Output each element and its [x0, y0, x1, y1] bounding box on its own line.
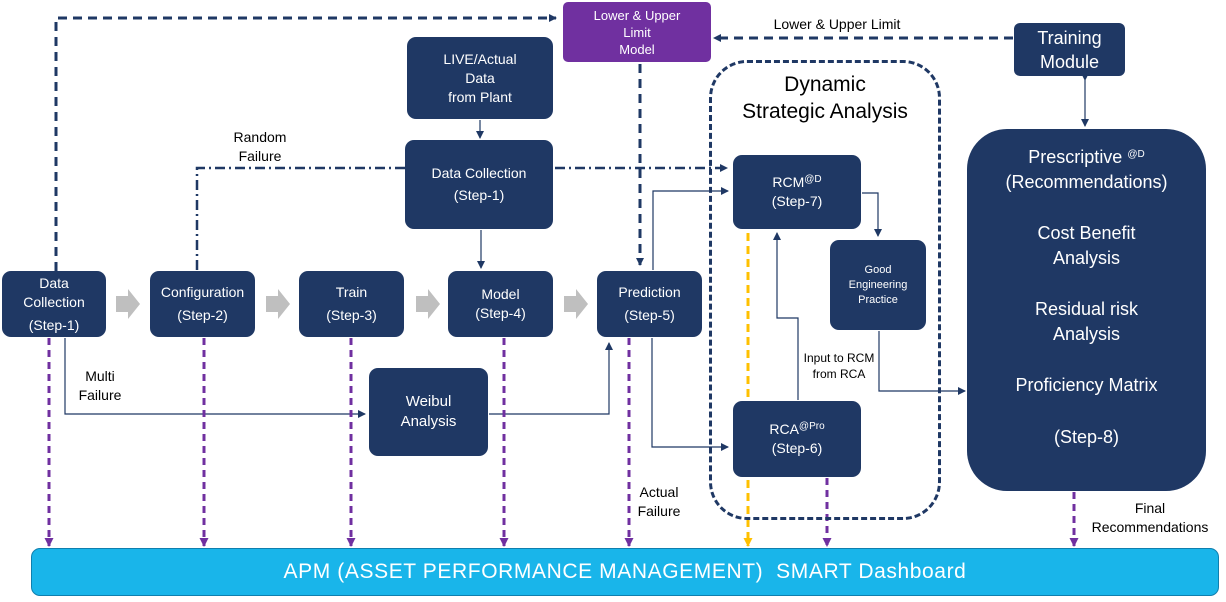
rca-label: RCA — [769, 421, 799, 437]
cost-benefit-line: Cost Benefit — [1037, 223, 1136, 243]
dynamic-analysis-title-line-2: Strategic Analysis — [742, 100, 908, 123]
node-line: (Step-3) — [326, 307, 377, 323]
rca-step6-node[interactable]: RCA@Pro (Step-6) — [733, 401, 861, 477]
lower-upper-limit-label: Lower & Upper Limit — [773, 16, 901, 32]
solid-connectors — [64, 73, 1089, 451]
prescriptive-label: Prescriptive — [1028, 147, 1128, 167]
collection-to-weibul-line — [64, 338, 366, 418]
multi-failure-line-2: Failure — [78, 387, 122, 403]
node-line: from Plant — [448, 88, 512, 105]
rcm-title: RCM@D — [772, 173, 821, 192]
configuration-step2-node[interactable]: Configuration (Step-2) — [150, 271, 255, 337]
rca-to-rcm-line — [773, 232, 799, 400]
node-line: Module — [1039, 51, 1100, 72]
final-recommendations-line-2: Recommendations — [1091, 519, 1209, 535]
node-line: Collection — [23, 293, 85, 310]
actual-failure-line-1: Actual — [639, 484, 679, 500]
prediction-step5-node[interactable]: Prediction (Step-5) — [597, 271, 702, 337]
node-line: Good — [864, 263, 892, 276]
dynamic-analysis-title: Dynamic Strategic Analysis — [709, 71, 941, 125]
weibul-to-prediction-line — [489, 342, 613, 415]
node-line: LIVE/Actual — [443, 50, 517, 67]
actual-failure-label: Actual Failure — [624, 483, 694, 521]
proficiency-matrix-line: Proficiency Matrix — [1015, 375, 1158, 395]
node-line: (Step-4) — [475, 305, 526, 321]
node-line: Model — [481, 286, 520, 302]
recommendations-line: (Recommendations) — [1005, 172, 1168, 192]
input-rcm-label: Input to RCM from RCA — [799, 350, 879, 382]
step8-line: (Step-8) — [1053, 427, 1120, 447]
gray-arrow-2-3 — [266, 289, 290, 319]
node-line: Training — [1037, 27, 1102, 48]
model-step4-node[interactable]: Model (Step-4) — [448, 271, 553, 337]
rcm-step7-node[interactable]: RCM@D (Step-7) — [733, 155, 861, 229]
prediction-to-rcm-line — [652, 187, 729, 270]
weibul-analysis-node[interactable]: Weibul Analysis — [369, 368, 488, 456]
dynamic-analysis-title-line-1: Dynamic — [784, 73, 866, 96]
node-line: (Step-2) — [177, 307, 228, 323]
final-recommendations-line-1: Final — [1134, 500, 1166, 516]
prediction-to-rca-line — [651, 338, 729, 451]
node-line: (Step-1) — [453, 187, 505, 203]
node-line: Train — [335, 284, 368, 300]
limit-model-node[interactable]: Lower & Upper Limit Model — [563, 2, 711, 62]
apm-dashboard-label: APM (ASSET PERFORMANCE MANAGEMENT) SMART… — [283, 560, 967, 583]
node-line: Prediction — [618, 284, 681, 300]
node-line: (Step-5) — [624, 307, 675, 323]
multi-failure-line-1: Multi — [85, 368, 115, 384]
rcm-to-good-practice-line — [862, 192, 882, 237]
node-line: Data — [39, 274, 69, 291]
dynamic-analysis-region — [709, 60, 941, 520]
node-line: Limit — [623, 24, 651, 40]
node-line: Model — [619, 41, 655, 57]
node-line: (Step-6) — [771, 440, 823, 456]
prescriptive-superscript: @D — [1127, 149, 1145, 160]
node-line: Lower & Upper — [593, 7, 681, 23]
node-line: (Step-1) — [28, 316, 80, 333]
gray-arrow-1-2 — [116, 289, 140, 319]
rca-title: RCA@Pro — [769, 420, 824, 439]
input-rcm-line-2: from RCA — [812, 367, 866, 381]
apm-dashboard-bar[interactable]: APM (ASSET PERFORMANCE MANAGEMENT) SMART… — [31, 548, 1219, 596]
node-line: Engineering — [848, 278, 908, 291]
data-collection-step1-node[interactable]: Data Collection (Step-1) — [2, 271, 106, 337]
data-collection-center-node[interactable]: Data Collection (Step-1) — [405, 140, 553, 229]
cost-benefit-line: Analysis — [1052, 248, 1121, 268]
residual-risk-line: Residual risk — [1034, 299, 1139, 319]
dashboard-feed-arrows — [44, 338, 1079, 547]
recommendations-step8-node[interactable]: Prescriptive @D (Recommendations) Cost B… — [967, 129, 1206, 491]
gray-step-arrows — [116, 289, 588, 319]
datacollection-to-limit-line — [54, 14, 557, 271]
good-practice-to-recommendations-line — [878, 331, 966, 395]
node-line: Analysis — [400, 413, 457, 430]
node-line: Data Collection — [431, 165, 527, 181]
node-line: Weibul — [405, 393, 452, 410]
actual-failure-line-2: Failure — [637, 503, 681, 519]
random-failure-line-2: Failure — [238, 148, 282, 164]
residual-risk-line: Analysis — [1052, 324, 1121, 344]
live-data-node[interactable]: LIVE/Actual Data from Plant — [407, 37, 553, 119]
limit-feedback-lines — [54, 14, 1013, 271]
gray-arrow-4-5 — [564, 289, 588, 319]
node-line: Practice — [858, 293, 898, 306]
node-line: Data — [465, 69, 495, 86]
rcm-label: RCM — [772, 174, 805, 190]
node-line: Configuration — [160, 284, 245, 300]
train-step3-node[interactable]: Train (Step-3) — [299, 271, 404, 337]
training-module-node[interactable]: Training Module — [1014, 23, 1125, 76]
multi-failure-label: Multi Failure — [68, 367, 132, 405]
good-engineering-practice-node[interactable]: Good Engineering Practice — [830, 240, 926, 330]
node-line: (Step-7) — [771, 193, 823, 209]
prescriptive-line: Prescriptive @D — [1028, 145, 1144, 170]
input-rcm-line-1: Input to RCM — [803, 351, 875, 365]
random-failure-label: Random Failure — [211, 128, 309, 166]
rcm-superscript: @D — [804, 174, 822, 185]
rca-superscript: @Pro — [798, 421, 825, 432]
random-failure-line-1: Random — [233, 129, 287, 145]
final-recommendations-label: Final Recommendations — [1080, 499, 1220, 537]
gray-arrow-3-4 — [416, 289, 440, 319]
